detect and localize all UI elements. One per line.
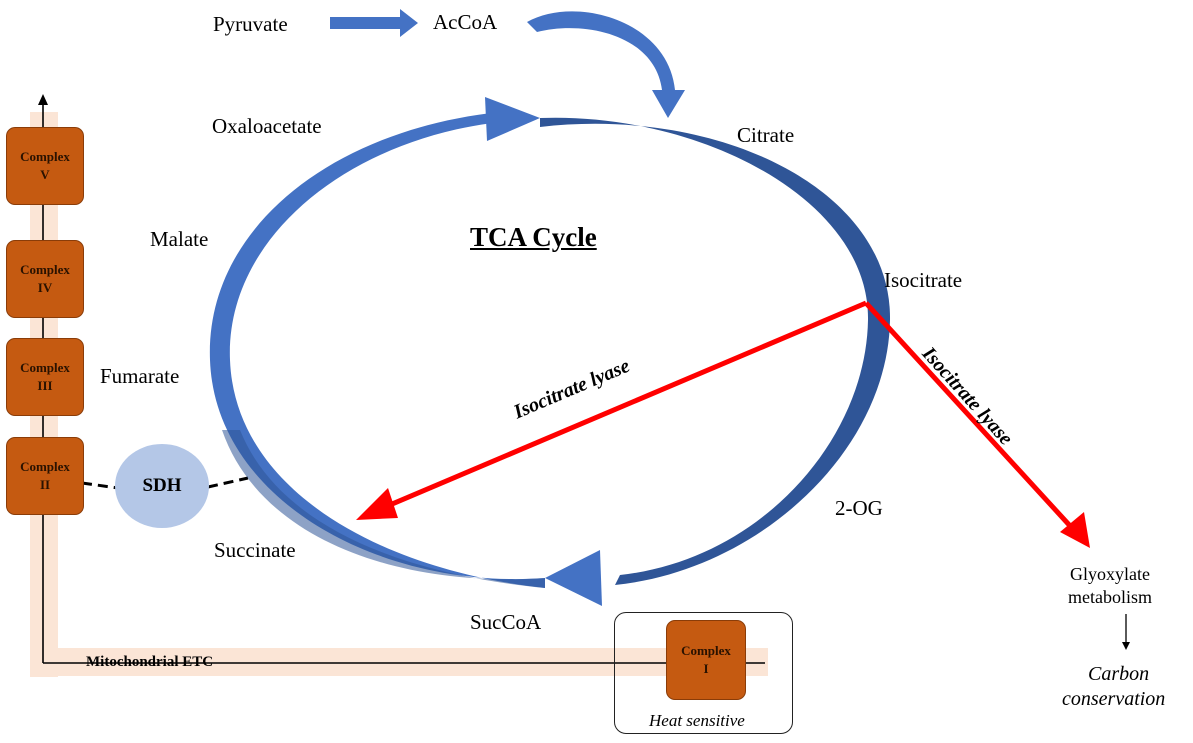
- accoa-label: AcCoA: [433, 10, 498, 34]
- complex-v: Complex V: [6, 127, 84, 205]
- oxaloacetate-label: Oxaloacetate: [212, 114, 322, 138]
- complex-ii: Complex II: [6, 437, 84, 515]
- complex-v-num: V: [40, 167, 50, 182]
- complex-iv: Complex IV: [6, 240, 84, 318]
- pyruvate-arrow: [330, 9, 418, 37]
- complex-v-name: Complex: [20, 149, 70, 165]
- accoa-arrow: [527, 11, 685, 118]
- succoa-label: SucCoA: [470, 610, 542, 634]
- 2og-label: 2-OG: [835, 496, 883, 520]
- succinate-label: Succinate: [214, 538, 296, 562]
- complex-iv-num: IV: [37, 280, 53, 295]
- carbon-label-1: Carbon: [1088, 663, 1150, 685]
- citrate-label: Citrate: [737, 123, 795, 147]
- glyoxylate-label-1: Glyoxylate: [1070, 564, 1150, 584]
- complex-iii-num: III: [37, 378, 53, 393]
- complex-i-num: I: [703, 661, 709, 676]
- tca-cycle-ring: [209, 97, 891, 606]
- heat-sensitive-label: Heat sensitive: [649, 711, 745, 730]
- lyase-arrows: [356, 300, 1090, 548]
- isocitrate-label: Isocitrate: [884, 268, 963, 292]
- sdh-connectors: [81, 476, 249, 490]
- complex-ii-name: Complex: [20, 459, 70, 475]
- complex-iii: Complex III: [6, 338, 84, 416]
- fumarate-label: Fumarate: [100, 364, 180, 388]
- complex-i: Complex I: [666, 620, 746, 700]
- etc-band: [30, 112, 768, 677]
- complex-i-name: Complex: [681, 643, 731, 659]
- heat-sensitive-box: [614, 612, 793, 734]
- etc-label: Mitochondrial ETC: [86, 654, 214, 670]
- glyoxylate-label-2: metabolism: [1068, 587, 1152, 607]
- diagram-title: TCA Cycle: [470, 222, 597, 252]
- carbon-arrow: [1122, 614, 1130, 650]
- pyruvate-label: Pyruvate: [213, 12, 288, 36]
- sdh-circle: SDH: [115, 444, 209, 528]
- complex-ii-num: II: [39, 477, 51, 492]
- carbon-label-2: conservation: [1062, 688, 1166, 710]
- complex-iv-name: Complex: [20, 262, 70, 278]
- malate-label: Malate: [150, 227, 209, 251]
- complex-iii-name: Complex: [20, 360, 70, 376]
